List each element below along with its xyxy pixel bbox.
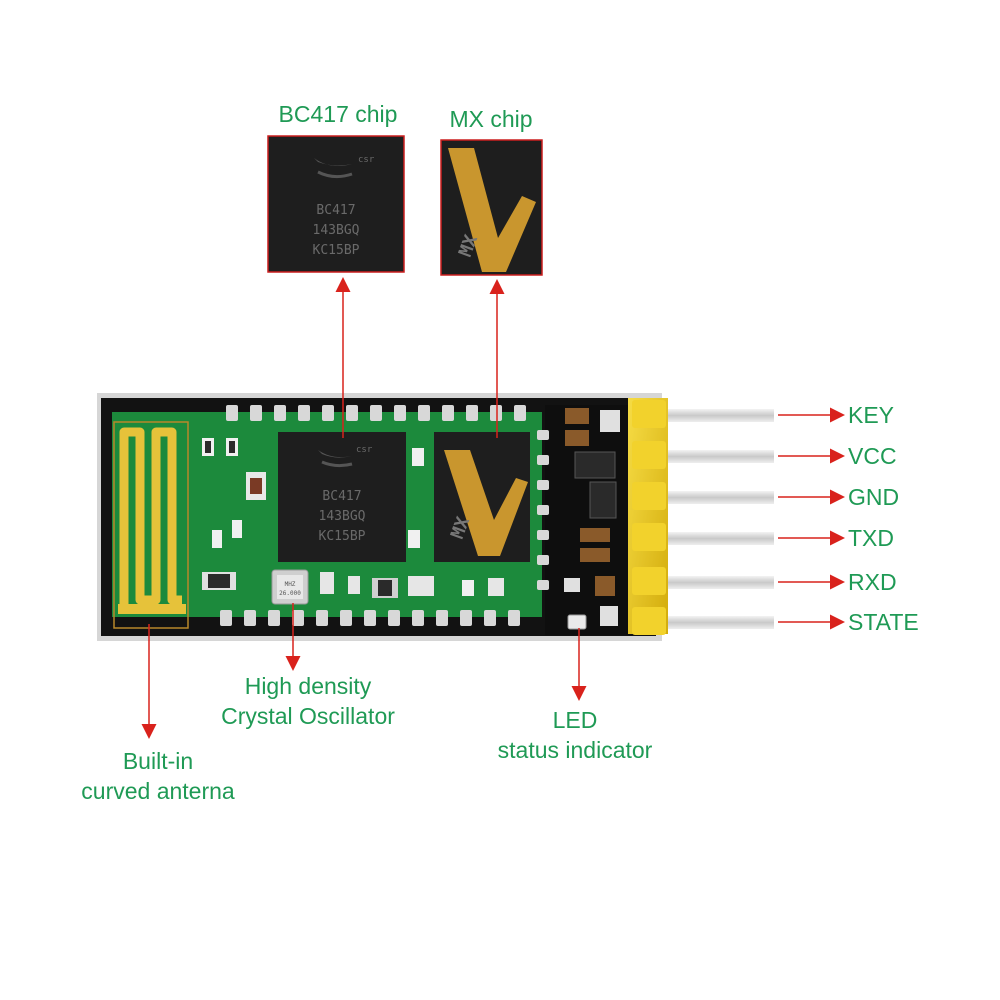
mx-chip-label: MX chip: [449, 106, 533, 132]
mx-chip-on-board: MX: [434, 432, 530, 562]
top-pads: [226, 405, 526, 421]
bc417-chip-label: BC417 chip: [278, 101, 398, 127]
pin-label-key: KEY: [848, 402, 895, 428]
bottom-pads: [220, 610, 520, 626]
pin-gnd: [668, 491, 774, 504]
board-bc417-line2: 143BGQ: [319, 509, 366, 524]
bc417-chip-zoom: csr BC417 143BGQ KC15BP: [267, 135, 405, 273]
pin-vcc: [668, 450, 774, 463]
pin-label-txd: TXD: [848, 525, 894, 551]
crystal-label-line2: Crystal Oscillator: [221, 703, 395, 729]
zoom-bc417-line3: KC15BP: [313, 243, 360, 258]
bc417-chip-on-board: csr BC417 143BGQ KC15BP: [278, 432, 406, 562]
pin-rxd: [668, 576, 774, 589]
pin-key: [668, 409, 774, 422]
zoom-bc417-line2: 143BGQ: [313, 223, 360, 238]
board-bc417-brand: csr: [356, 445, 373, 455]
mx-chip-zoom: MX: [440, 139, 543, 276]
status-led: [567, 614, 587, 630]
pin-label-state: STATE: [848, 609, 919, 635]
pin-header: [628, 398, 774, 635]
crystal-freq-value: 26.000: [279, 590, 301, 597]
board-bc417-line3: KC15BP: [319, 529, 366, 544]
curved-antenna: [113, 421, 189, 629]
leader-lines: [141, 277, 845, 739]
crystal-label-line1: High density: [244, 673, 372, 699]
led-label-line1: LED: [552, 707, 598, 733]
zoom-bc417-line1: BC417: [316, 203, 355, 218]
board-bc417-line1: BC417: [322, 489, 361, 504]
antenna-label-line2: curved anterna: [81, 778, 235, 804]
pin-state: [668, 616, 774, 629]
antenna-label-line1: Built-in: [122, 748, 194, 774]
zoom-bc417-brand: csr: [358, 155, 375, 165]
led-label-line2: status indicator: [497, 737, 653, 763]
pin-label-rxd: RXD: [848, 569, 897, 595]
passive-components: [202, 438, 504, 598]
pin-label-vcc: VCC: [848, 443, 897, 469]
side-pads: [537, 430, 549, 590]
crystal-oscillator: MHZ 26.000: [271, 569, 309, 605]
pin-txd: [668, 532, 774, 545]
crystal-freq-unit: MHZ: [285, 581, 296, 588]
pin-label-gnd: GND: [848, 484, 900, 510]
regulator-components: [564, 408, 620, 626]
